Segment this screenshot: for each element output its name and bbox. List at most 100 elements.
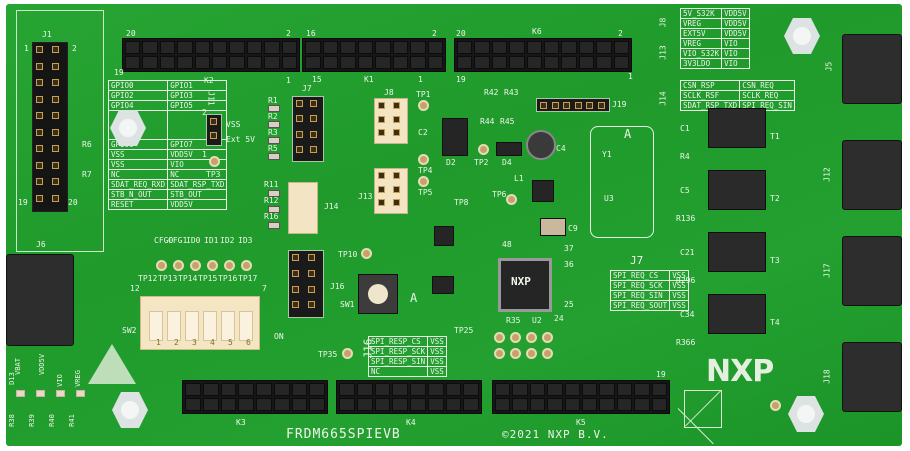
led-vreg-label: VREG bbox=[73, 370, 82, 387]
resistor-r3 bbox=[268, 137, 280, 144]
j1-pin-2: 2 bbox=[72, 44, 77, 53]
k2-cell: VSS bbox=[107, 149, 169, 160]
r2-label: R2 bbox=[268, 112, 278, 121]
spi-cell: SCLK_REQ bbox=[739, 90, 795, 101]
j17-label: J17 bbox=[822, 263, 832, 278]
t4-label: T4 bbox=[770, 318, 780, 327]
r7-label: R7 bbox=[82, 170, 92, 179]
k5-header[interactable] bbox=[492, 380, 670, 414]
test-point bbox=[542, 348, 553, 359]
section-a-outline bbox=[590, 126, 654, 238]
dip-switch-4[interactable] bbox=[203, 311, 217, 341]
j11-ext5v-label: Ext 5V bbox=[226, 135, 255, 144]
power-cell: VIO_S32K bbox=[679, 48, 723, 59]
k5-pin-19: 19 bbox=[656, 370, 666, 379]
l1-label: L1 bbox=[514, 174, 524, 183]
r38-label: R38 bbox=[7, 414, 16, 427]
spi-cell: SCLK_RSF bbox=[679, 90, 741, 101]
esd-warning-icon bbox=[88, 344, 136, 384]
connector-j18[interactable] bbox=[842, 342, 902, 412]
copyright-text: ©2021 NXP B.V. bbox=[502, 428, 609, 441]
k2-cell: STB_N_OUT bbox=[107, 189, 169, 200]
r12-label: R12 bbox=[264, 196, 279, 205]
k1-label: K1 bbox=[364, 75, 374, 84]
j7-cell: VSS bbox=[669, 290, 689, 301]
test-point-tp3 bbox=[209, 156, 220, 167]
dip-switch-6[interactable] bbox=[239, 311, 253, 341]
dip-signal-id2: ID2 bbox=[220, 236, 235, 245]
k2-pin-1: 1 bbox=[286, 76, 291, 85]
tp17-label: TP17 bbox=[238, 274, 258, 283]
c4-label: C4 bbox=[556, 144, 566, 153]
j7-cell: SPI_REQ_SCK bbox=[609, 280, 671, 291]
j16-header-label: J16 bbox=[330, 282, 345, 291]
dip-signal-cfg1: CFG1 bbox=[168, 236, 188, 245]
r4-label: R4 bbox=[680, 152, 690, 161]
j14-label: J14 bbox=[324, 202, 339, 211]
resistor-r5 bbox=[268, 153, 280, 160]
k1-header[interactable] bbox=[302, 38, 446, 72]
tp15-label: TP15 bbox=[198, 274, 218, 283]
j12-label: J12 bbox=[822, 167, 832, 182]
mcu-pin-48: 48 bbox=[502, 240, 512, 249]
mcu-u2: NXP bbox=[498, 258, 552, 312]
dip-pos-6: 6 bbox=[246, 338, 251, 347]
k6-header[interactable] bbox=[454, 38, 632, 72]
led-d14 bbox=[36, 390, 45, 397]
connector-j5[interactable] bbox=[842, 34, 902, 104]
dip-switch-1[interactable] bbox=[149, 311, 163, 341]
dip-switch-3[interactable] bbox=[185, 311, 199, 341]
k2-header[interactable] bbox=[122, 38, 300, 72]
test-point bbox=[526, 332, 537, 343]
transformer-t1 bbox=[708, 108, 766, 148]
j8-pin-header[interactable] bbox=[374, 98, 408, 144]
test-point-tp4 bbox=[418, 154, 429, 165]
connector-j17[interactable] bbox=[842, 236, 902, 306]
j14-jumper-header[interactable] bbox=[288, 182, 318, 234]
k6-pin-20: 20 bbox=[456, 29, 466, 38]
j16-pin-header[interactable] bbox=[288, 250, 324, 318]
button-sw1[interactable] bbox=[358, 274, 398, 314]
connector-j12[interactable] bbox=[842, 140, 902, 210]
mcu-pin-37: 37 bbox=[564, 244, 574, 253]
k1-pin-15: 15 bbox=[312, 75, 322, 84]
j7-cell: VSS bbox=[669, 280, 689, 291]
transformer-t3 bbox=[708, 232, 766, 272]
k2-cell: RESET bbox=[107, 199, 169, 210]
tp13-label: TP13 bbox=[158, 274, 178, 283]
k2-cell: GPIO2 bbox=[107, 90, 169, 101]
test-point-tp1 bbox=[418, 100, 429, 111]
standoff-top-left bbox=[110, 110, 146, 146]
dip-switch-2[interactable] bbox=[167, 311, 181, 341]
j1-pin-header[interactable] bbox=[32, 42, 68, 212]
connector-j6[interactable] bbox=[6, 254, 74, 346]
dip-switch-sw2[interactable] bbox=[140, 296, 260, 350]
dip-switch-5[interactable] bbox=[221, 311, 235, 341]
k3-header[interactable] bbox=[182, 380, 328, 414]
k4-header[interactable] bbox=[336, 380, 482, 414]
t1-label: T1 bbox=[770, 132, 780, 141]
k6-pin-2: 2 bbox=[618, 29, 623, 38]
standoff-bottom-left bbox=[112, 392, 148, 428]
k1-pin-1: 1 bbox=[418, 75, 423, 84]
led-vdd5v-label: VDD5V bbox=[38, 353, 47, 376]
k5-label: K5 bbox=[576, 418, 586, 427]
tp10-label: TP10 bbox=[338, 250, 358, 259]
test-point bbox=[526, 348, 537, 359]
j19-pin-header[interactable] bbox=[536, 98, 610, 112]
power-cell: VREG bbox=[679, 18, 723, 29]
k2-pin-20: 20 bbox=[126, 29, 136, 38]
diode-d4 bbox=[496, 142, 522, 156]
j13-pin-header[interactable] bbox=[374, 168, 408, 214]
j7-cell: VSS bbox=[669, 270, 689, 281]
power-cell: VIO bbox=[721, 58, 750, 69]
ic-small bbox=[434, 226, 454, 246]
j7-pin-header[interactable] bbox=[292, 96, 324, 162]
k2-pin-19: 19 bbox=[114, 68, 124, 77]
j11-jumper-header[interactable] bbox=[206, 114, 222, 146]
c34-label: C34 bbox=[680, 310, 695, 319]
sw2-label: SW2 bbox=[122, 326, 137, 335]
weee-recycle-icon bbox=[677, 390, 722, 445]
d2-label: D2 bbox=[446, 158, 456, 167]
ic-small bbox=[432, 276, 454, 294]
